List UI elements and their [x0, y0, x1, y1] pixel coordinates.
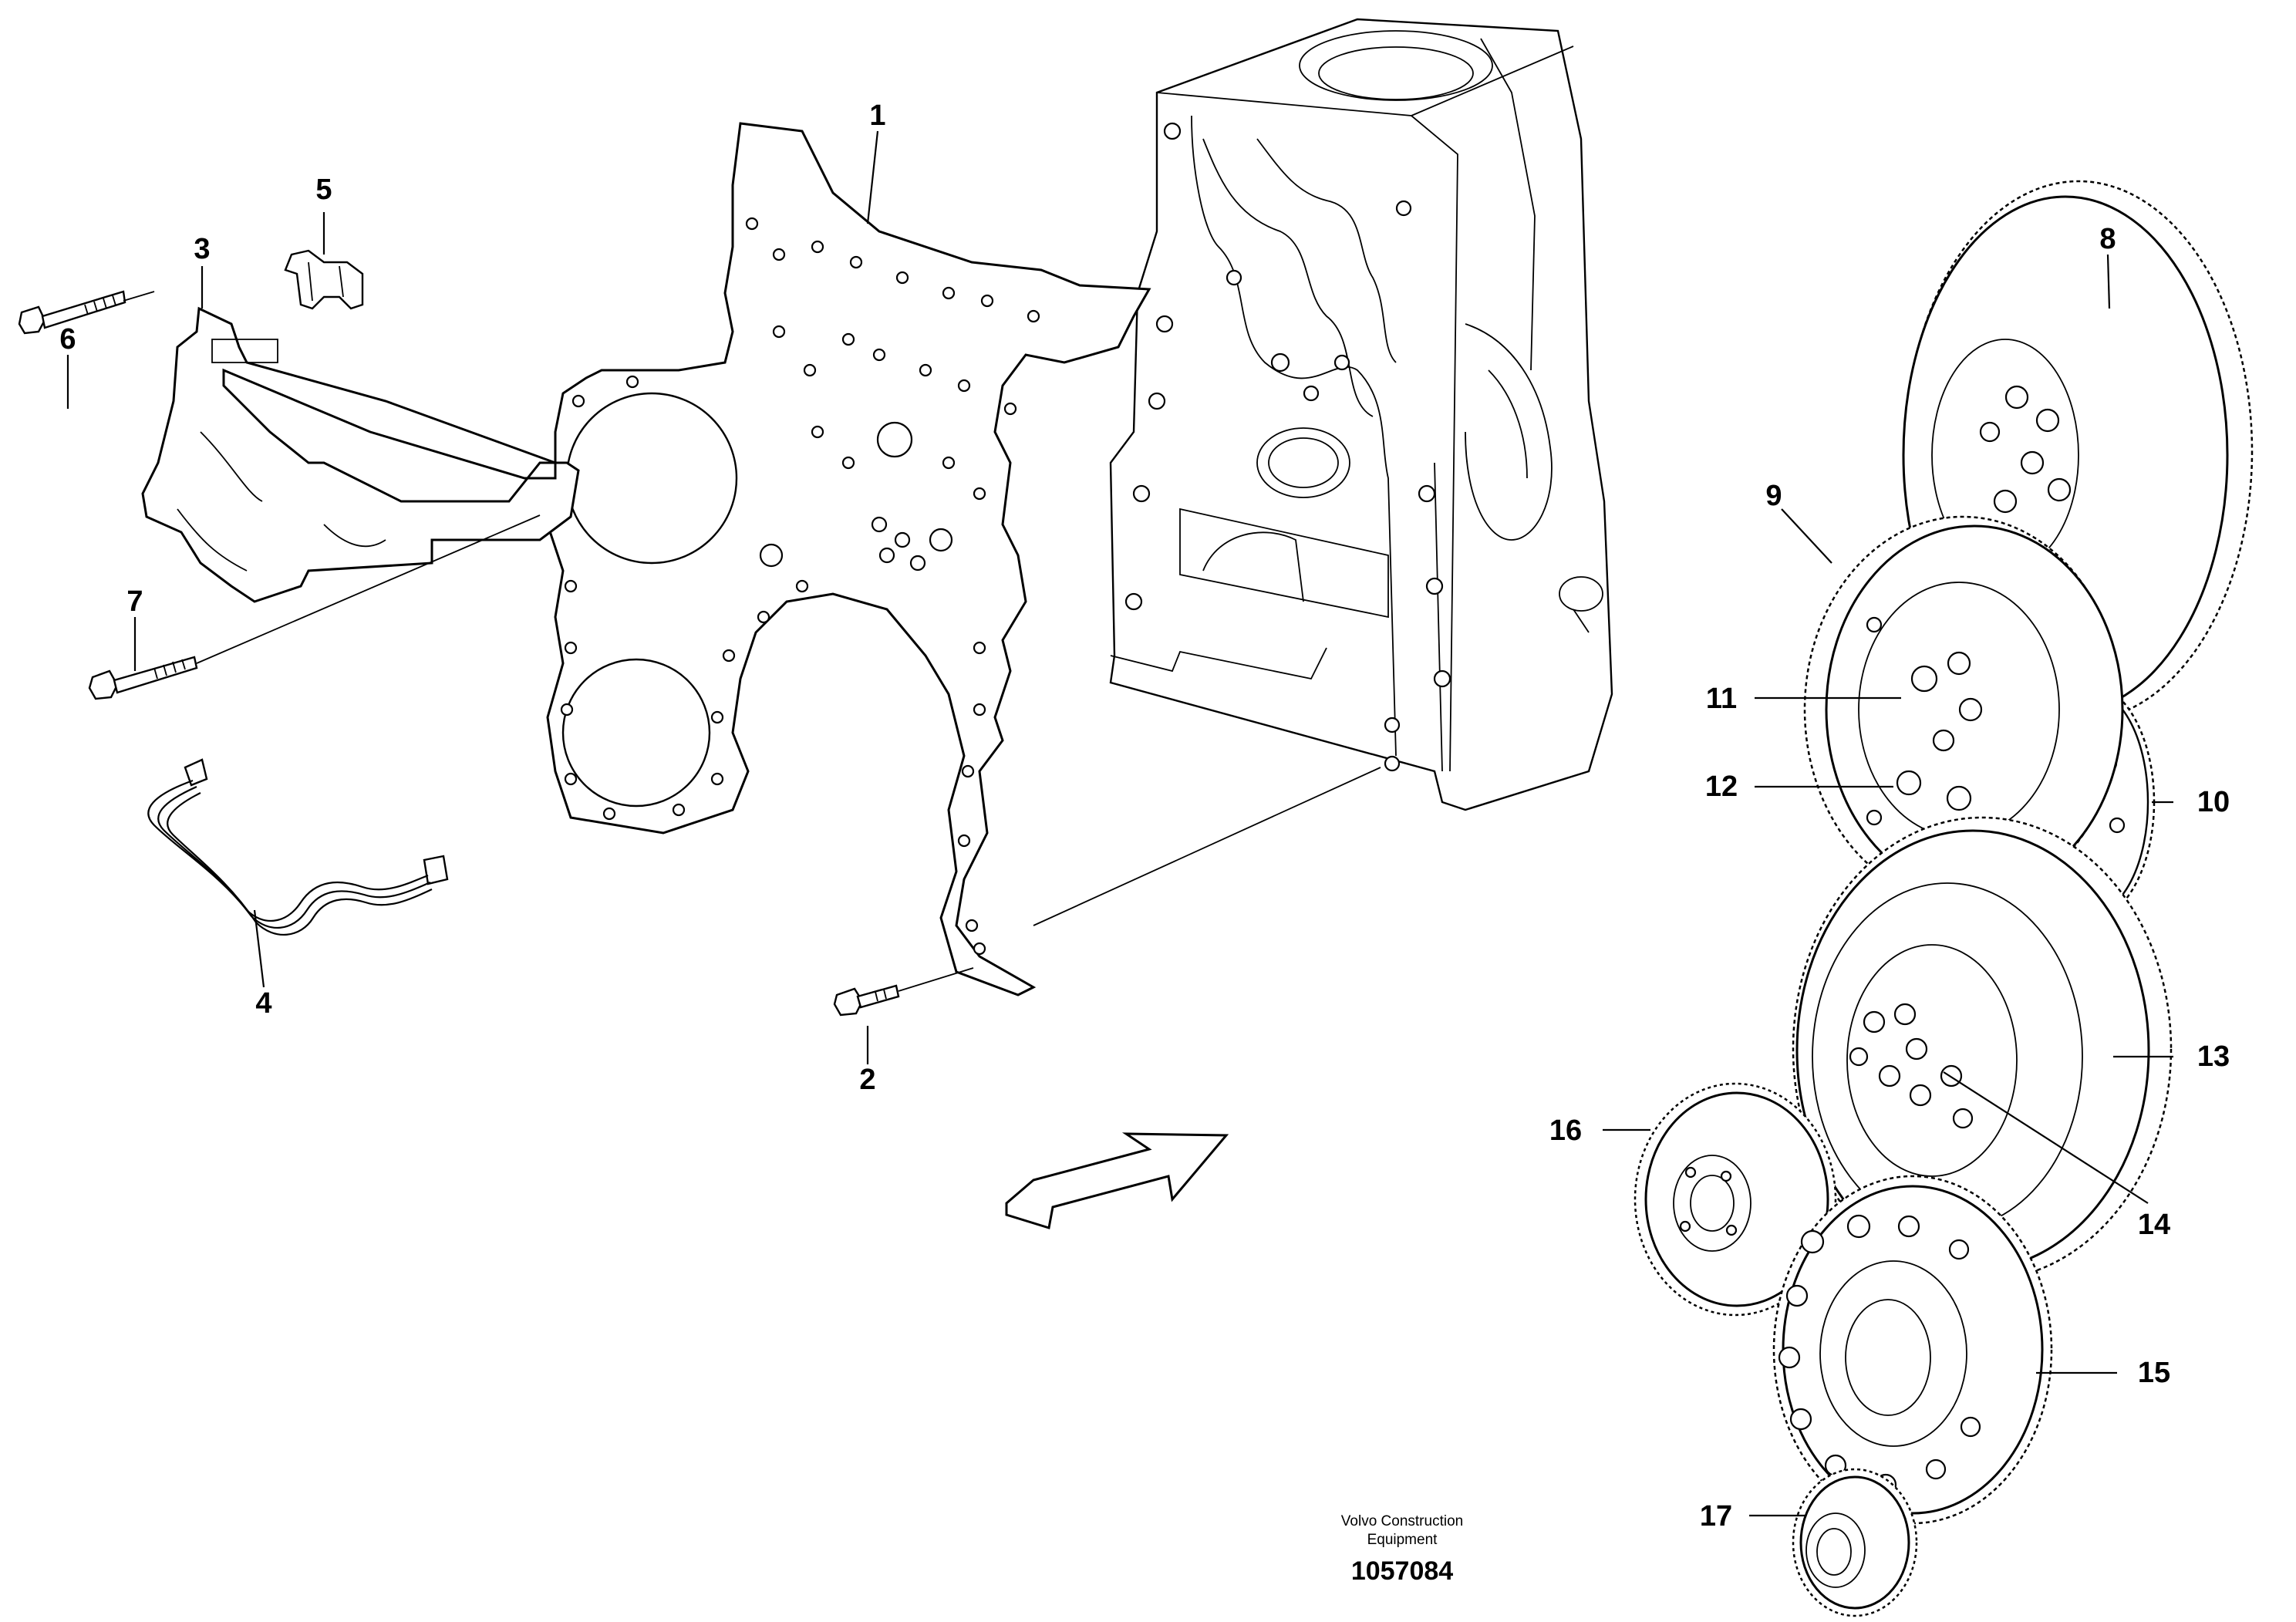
part-16-small-gear: [1633, 1082, 1837, 1317]
caption-block: Volvo Construction Equipment 1057084: [1341, 1513, 1463, 1586]
callout-6: 6: [59, 323, 76, 356]
callout-10: 10: [2197, 786, 2230, 818]
part-5-clip: [284, 249, 364, 310]
callout-16: 16: [1549, 1114, 1582, 1147]
engine-block-bolt-holes: [1124, 122, 1451, 772]
callout-14: 14: [2138, 1209, 2170, 1241]
engine-block: [1109, 18, 1613, 811]
callout-8: 8: [2099, 223, 2116, 255]
caption-company: Volvo Construction: [1341, 1513, 1463, 1529]
timing-plate-holes: [560, 217, 1040, 956]
callout-4: 4: [255, 987, 271, 1020]
part-17-small-gear: [1792, 1468, 1918, 1617]
callout-2: 2: [859, 1064, 875, 1096]
callout-5: 5: [315, 174, 332, 206]
callout-11: 11: [1706, 683, 1737, 715]
part-6-bolt: [18, 290, 126, 335]
caption-company-line2: Equipment: [1367, 1532, 1438, 1548]
part-3-cover-bracket: [141, 306, 580, 603]
callout-labels: 1 2 3 4 5 6 7 8 9 10 11 12 13 14 15 16 1…: [59, 99, 2230, 1533]
callout-17: 17: [1700, 1500, 1732, 1533]
callout-3: 3: [194, 233, 210, 265]
drawing-reference-number: 1057084: [1351, 1556, 1453, 1586]
callout-1: 1: [869, 99, 885, 132]
part-7-bolt: [88, 656, 198, 700]
leader-lines: [66, 130, 2173, 1517]
part-1-timing-plate: [546, 122, 1151, 996]
part-4-wiring-harness: [147, 758, 449, 936]
callout-7: 7: [126, 585, 143, 618]
direction-arrow-icon: [1005, 1132, 1229, 1229]
callout-9: 9: [1765, 480, 1782, 512]
part-13-large-gear: [1792, 816, 2173, 1282]
part-9-gear: [1803, 515, 2124, 904]
assembly-lines: [123, 291, 1381, 992]
part-15-gear: [1772, 1175, 2053, 1525]
callout-13: 13: [2197, 1040, 2230, 1073]
callout-15: 15: [2138, 1357, 2170, 1389]
part-2-bolt: [833, 984, 900, 1017]
callout-12: 12: [1705, 771, 1738, 803]
